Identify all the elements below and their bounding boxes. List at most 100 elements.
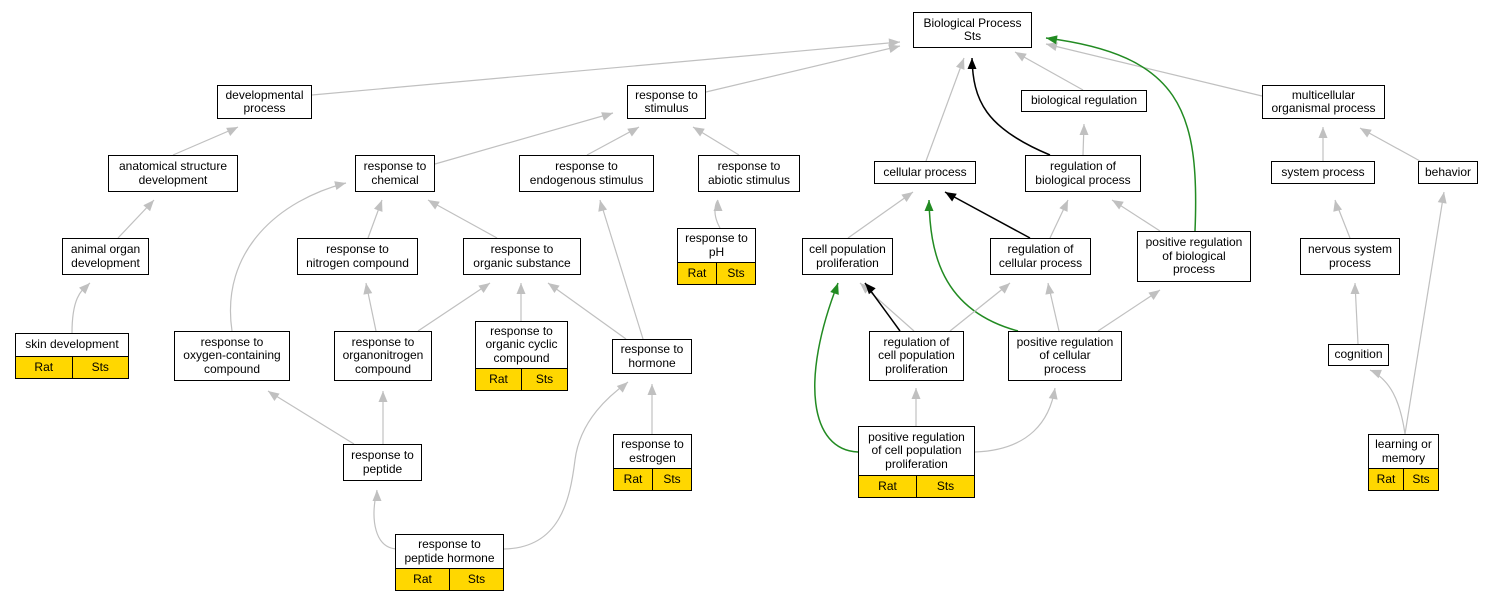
node-positive-regulation-of-cellular-process[interactable]: positive regulation of cellular process [1008,331,1122,381]
edge-gray [417,282,491,332]
tag-rat[interactable]: Rat [614,469,652,490]
node-label: developmental process [225,87,304,115]
tag-rat[interactable]: Rat [678,263,716,284]
tag-rat[interactable]: Rat [16,357,72,378]
node-label: response to hormone [620,342,684,370]
node-label: regulation of cellular process [998,242,1083,270]
node-label: response to chemical [363,159,427,187]
node-label: system process [1281,164,1365,179]
edge-gray [547,282,627,340]
edge-gray [1045,43,1263,97]
edge-gray [974,387,1056,453]
node-behavior[interactable]: behavior [1418,161,1478,184]
edge-gray [229,182,347,332]
arrowhead-icon [1360,128,1372,138]
arrowhead-icon [713,200,723,211]
arrowhead-icon [1045,283,1055,295]
node-label: Biological Process Sts [923,15,1022,43]
tag-rat[interactable]: Rat [1369,469,1403,490]
node-regulation-of-cell-population-proliferation[interactable]: regulation of cell population proliferat… [869,331,964,381]
arrowhead-icon [647,384,657,395]
tag-sts[interactable]: Sts [449,569,503,590]
node-response-to-organonitrogen-compound[interactable]: response to organonitrogen compound [334,331,432,381]
node-positive-regulation-of-cell-population-proliferation[interactable]: positive regulation of cell population p… [858,426,975,498]
arrowhead-icon [1437,192,1447,204]
edge-green [1045,37,1197,232]
arrowhead-icon [601,112,613,121]
tag-sts[interactable]: Sts [521,369,567,390]
edge-gray [427,199,498,239]
arrowhead-icon [516,283,526,294]
node-developmental-process[interactable]: developmental process [217,85,312,119]
node-label: animal organ development [70,242,141,270]
node-response-to-peptide[interactable]: response to peptide [343,444,422,481]
node-regulation-of-biological-process[interactable]: regulation of biological process [1025,155,1141,192]
arrowhead-icon [478,283,490,293]
edge-gray [503,381,629,550]
node-cognition[interactable]: cognition [1328,344,1389,366]
node-response-to-chemical[interactable]: response to chemical [355,155,435,192]
tag-sts[interactable]: Sts [71,357,128,378]
node-response-to-abiotic-stimulus[interactable]: response to abiotic stimulus [698,155,800,192]
arrowhead-icon [1015,52,1027,62]
arrowhead-icon [374,200,383,212]
tag-rat[interactable]: Rat [396,569,449,590]
node-biological-process-root[interactable]: Biological Process Sts [913,12,1032,48]
arrowhead-icon [378,391,388,402]
node-multicellular-organismal-process[interactable]: multicellular organismal process [1262,85,1385,119]
node-response-to-hormone[interactable]: response to hormone [612,339,692,374]
tag-rat[interactable]: Rat [476,369,521,390]
arrowhead-icon [268,391,280,401]
node-regulation-of-cellular-process[interactable]: regulation of cellular process [990,238,1091,275]
node-label: response to stimulus [635,87,698,115]
node-cellular-process[interactable]: cellular process [874,161,976,184]
arrowhead-icon [865,283,876,295]
arrowhead-icon [860,283,872,294]
tag-sts[interactable]: Sts [916,476,974,497]
node-response-to-nitrogen-compound[interactable]: response to nitrogen compound [297,238,418,275]
node-label: anatomical structure development [118,159,228,187]
node-label: regulation of cell population proliferat… [878,334,955,376]
arrowhead-icon [1046,35,1058,45]
tag-rat[interactable]: Rat [859,476,916,497]
node-biological-regulation[interactable]: biological regulation [1021,90,1147,112]
node-label: response to oxygen-containing compound [183,334,281,376]
node-response-to-stimulus[interactable]: response to stimulus [627,85,706,119]
node-system-process[interactable]: system process [1271,161,1375,184]
node-response-to-endogenous-stimulus[interactable]: response to endogenous stimulus [519,155,654,192]
node-cell-population-proliferation[interactable]: cell population proliferation [802,238,893,275]
edge-green [928,199,1019,332]
node-label: response to organic cyclic compound [485,323,558,365]
arrowhead-icon [548,283,560,293]
node-response-to-oxygen-containing-compound[interactable]: response to oxygen-containing compound [174,331,290,381]
node-nervous-system-process[interactable]: nervous system process [1300,238,1400,275]
arrowhead-icon [1048,388,1058,400]
node-response-to-organic-substance[interactable]: response to organic substance [463,238,581,275]
arrowhead-icon [998,283,1010,294]
node-positive-regulation-of-biological-process[interactable]: positive regulation of biological proces… [1137,231,1251,282]
node-label: skin development [25,337,119,352]
node-anatomical-structure-development[interactable]: anatomical structure development [108,155,238,192]
edge-black [944,191,1031,239]
node-label: biological regulation [1030,93,1138,108]
node-animal-organ-development[interactable]: animal organ development [62,238,149,275]
tag-sts[interactable]: Sts [716,263,755,284]
node-label: response to abiotic stimulus [707,159,791,187]
edge-gray [1014,51,1084,91]
node-label: cell population proliferation [809,242,886,270]
edge-gray [434,112,614,165]
tag-sts[interactable]: Sts [1403,469,1438,490]
arrowhead-icon [1079,124,1089,135]
tag-sts[interactable]: Sts [652,469,691,490]
node-label: response to estrogen [621,437,684,465]
